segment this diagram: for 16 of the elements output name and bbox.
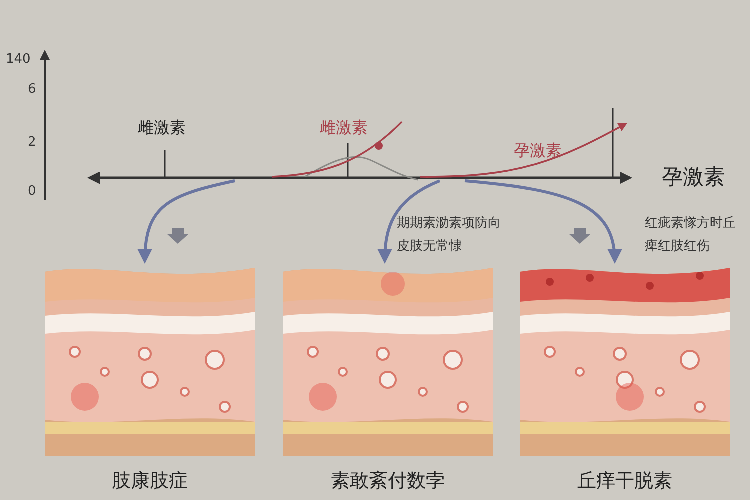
arrow bbox=[464, 180, 622, 264]
annotation-text: 红疵素㥞方时丘痺红肢红伤 bbox=[645, 215, 737, 256]
curve-label: 雌激素 bbox=[320, 118, 368, 139]
curve-label: 孕激素 bbox=[514, 141, 562, 162]
node-label: 丘痒干脱素 bbox=[576, 469, 674, 494]
annotation-text: 期期素泐素项防向皮肢无常㥆 bbox=[397, 215, 502, 256]
curve-label: 雌激素 bbox=[138, 118, 186, 139]
node-label: 素敢紊付数孛 bbox=[330, 469, 446, 494]
arrow bbox=[378, 180, 441, 264]
arrow bbox=[138, 180, 236, 264]
tick-label: 2 bbox=[28, 135, 36, 150]
tick-label: 0 bbox=[28, 184, 36, 199]
tick-label: 140 bbox=[6, 52, 31, 67]
node-label: 肢康肢症 bbox=[111, 469, 189, 494]
axis-label: 孕激素 bbox=[662, 164, 725, 191]
tick-label: 6 bbox=[28, 82, 36, 97]
